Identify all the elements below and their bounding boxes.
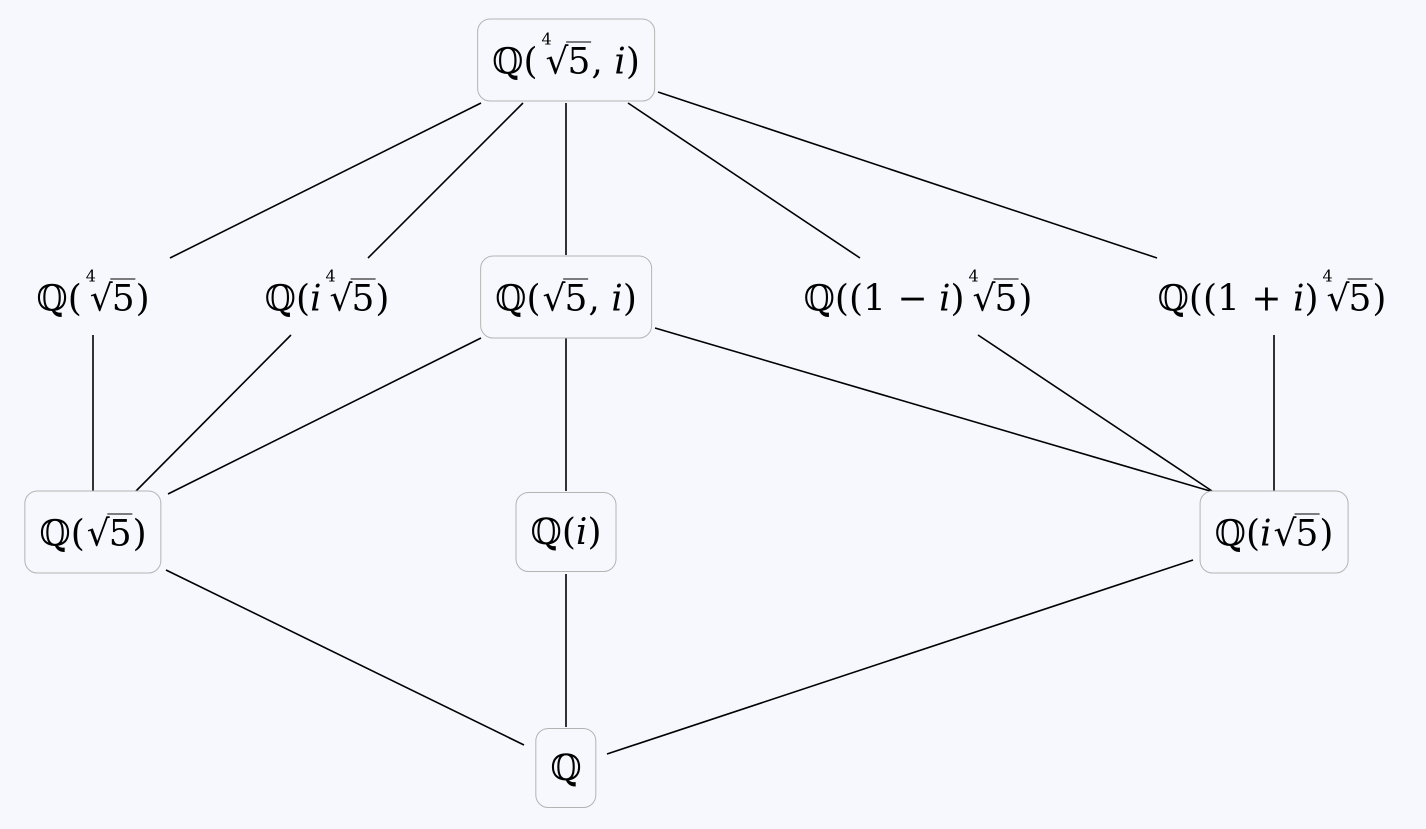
label-text: ℚ( xyxy=(492,41,538,83)
radicand: 5 xyxy=(1294,513,1320,555)
edge-qi4r5-qr5 xyxy=(135,334,292,492)
label-text: ) xyxy=(625,41,640,83)
radical: 4√5 xyxy=(967,268,1019,320)
field-node-q1mi: ℚ((1 − i)4√5) xyxy=(803,268,1033,320)
label-text: i xyxy=(611,278,623,320)
radical: 4√5 xyxy=(84,268,136,320)
edge-qr5i-qir5 xyxy=(654,327,1211,492)
label-text: ℚ((1 − xyxy=(803,278,939,320)
field-node-qi: ℚ(i) xyxy=(515,492,617,572)
radical: 4√5 xyxy=(324,268,376,320)
label-text: i xyxy=(1259,513,1272,555)
label-text: ℚ xyxy=(550,748,582,789)
radical-sign-icon: √ xyxy=(545,41,569,83)
field-node-qr5i: ℚ(√5, i) xyxy=(480,255,652,339)
label-text: , xyxy=(588,278,612,320)
radical-sign-icon: √ xyxy=(89,278,113,320)
label-text: , xyxy=(591,41,615,83)
label-text: ℚ( xyxy=(39,513,85,555)
radicand: 5 xyxy=(107,513,133,555)
radical: 4√5 xyxy=(540,31,592,83)
label-text: ℚ( xyxy=(495,278,541,320)
radical-sign-icon: √ xyxy=(329,278,353,320)
root-index: 4 xyxy=(85,266,96,286)
edge-qr5i-qr5 xyxy=(167,337,482,495)
label-text: i xyxy=(309,278,322,320)
radicand: 5 xyxy=(993,278,1019,320)
label-text: ) xyxy=(622,278,637,320)
label-text: ) xyxy=(1319,513,1334,555)
field-node-q1pi: ℚ((1 + i)4√5) xyxy=(1157,268,1387,320)
label-text: ℚ((1 + xyxy=(1157,278,1293,320)
radical: √5 xyxy=(542,278,589,320)
edge-top-q1pi xyxy=(657,91,1158,259)
edge-top-q4r5 xyxy=(169,102,482,259)
label-text: ) xyxy=(135,278,150,320)
label-text: ℚ( xyxy=(530,512,576,553)
radicand: 5 xyxy=(1347,278,1373,320)
edge-qr5-q xyxy=(165,569,525,746)
label-text: ) xyxy=(132,513,147,555)
label-text: ) xyxy=(375,278,390,320)
label-text: i xyxy=(614,41,626,83)
radicand: 5 xyxy=(110,278,136,320)
label-text: i xyxy=(938,278,951,320)
edge-top-q1mi xyxy=(627,102,861,259)
label-text: ) xyxy=(1018,278,1033,320)
label-text: i xyxy=(575,512,588,553)
label-text: ) xyxy=(1372,278,1387,320)
edge-q1mi-qir5 xyxy=(977,334,1213,492)
edge-top-qi4r5 xyxy=(367,102,524,259)
label-text: ℚ( xyxy=(264,278,310,320)
root-index: 4 xyxy=(968,266,979,286)
label-text: ℚ( xyxy=(1214,513,1260,555)
radical-sign-icon: √ xyxy=(1326,278,1350,320)
radical-sign-icon: √ xyxy=(972,278,996,320)
label-text: ) xyxy=(950,278,965,320)
field-node-q4r5: ℚ(4√5) xyxy=(36,268,150,320)
field-node-qir5: ℚ(i√5) xyxy=(1199,490,1349,574)
label-text: ) xyxy=(587,512,602,553)
radicand: 5 xyxy=(566,41,592,83)
label-text: i xyxy=(1292,278,1305,320)
radical: 4√5 xyxy=(1321,268,1373,320)
radical-sign-icon: √ xyxy=(1273,513,1297,555)
field-node-qr5: ℚ(√5) xyxy=(24,490,162,574)
root-index: 4 xyxy=(325,266,336,286)
field-node-top: ℚ(4√5, i) xyxy=(477,18,655,102)
label-text: ) xyxy=(1304,278,1319,320)
radical-sign-icon: √ xyxy=(542,278,566,320)
radical: √5 xyxy=(86,513,133,555)
root-index: 4 xyxy=(541,29,552,49)
label-text: ℚ( xyxy=(36,278,82,320)
root-index: 4 xyxy=(1322,266,1333,286)
radical: √5 xyxy=(1273,513,1320,555)
radical-sign-icon: √ xyxy=(86,513,110,555)
edge-qir5-q xyxy=(606,559,1194,755)
radicand: 5 xyxy=(350,278,376,320)
field-node-q: ℚ xyxy=(535,728,597,808)
radicand: 5 xyxy=(563,278,589,320)
